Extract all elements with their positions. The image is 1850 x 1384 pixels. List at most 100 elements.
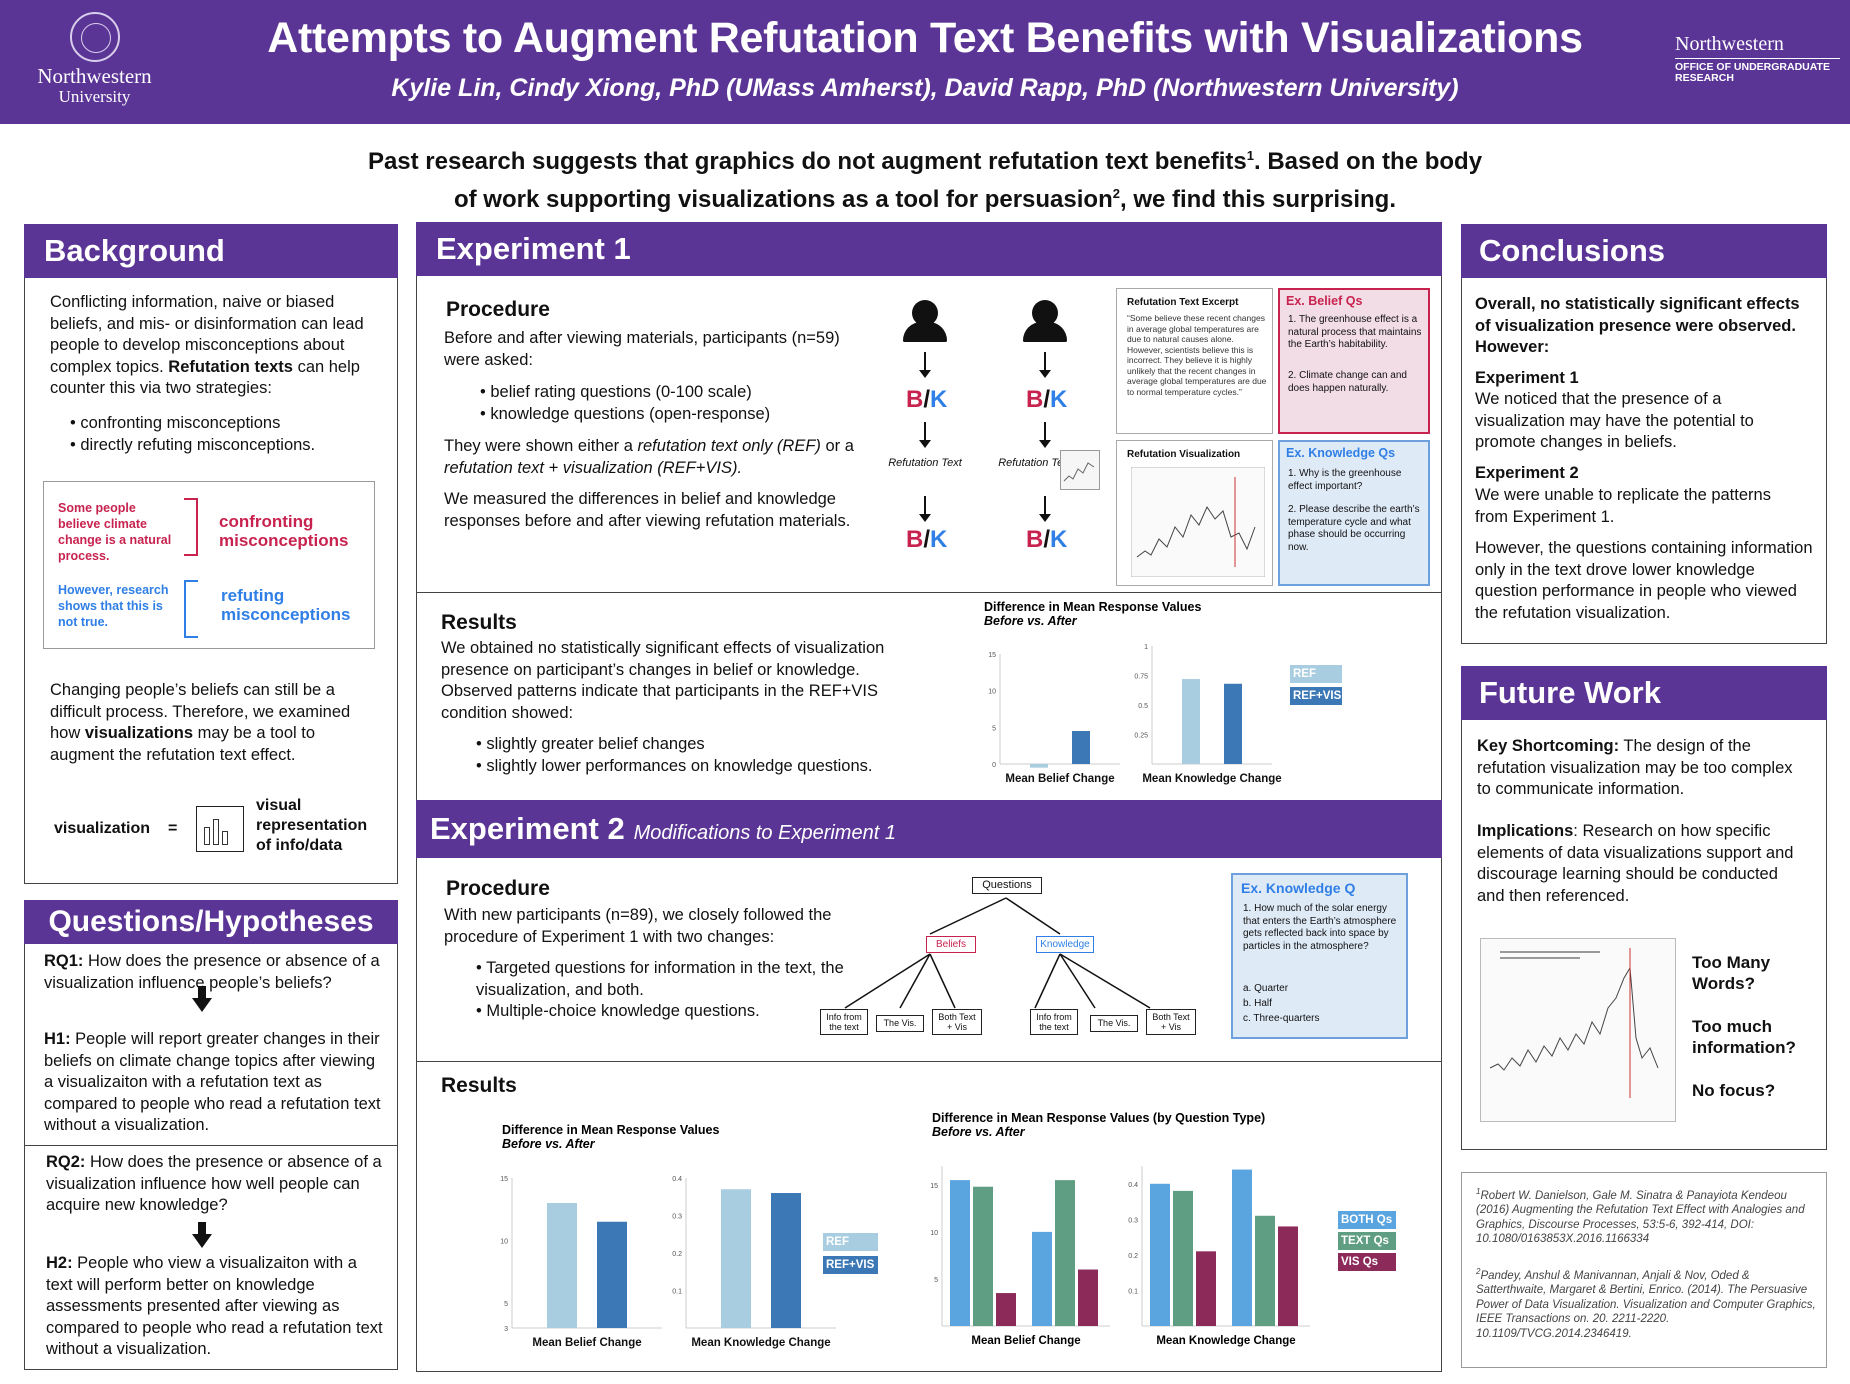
key-shortcoming: Key Shortcoming: The design of the refut… — [1477, 737, 1793, 798]
exp1-results-title: Results — [441, 611, 517, 634]
exp2-results-by-type-chart: Difference in Mean Response Values (by Q… — [930, 1111, 1310, 1347]
exp2-procedure-p1: With new participants (n=89), we closely… — [444, 906, 832, 946]
bar — [1182, 679, 1200, 764]
knowledge-questions-box: Ex. Knowledge Qs 1. Why is the greenhous… — [1278, 440, 1430, 586]
chart-title: Difference in Mean Response Values (by Q… — [932, 1111, 1265, 1125]
belief-questions-box: Ex. Belief Qs 1. The greenhouse effect i… — [1278, 288, 1430, 434]
bar — [1030, 764, 1048, 768]
bar — [597, 1221, 627, 1328]
bar — [771, 1193, 801, 1328]
tick-label: 5 — [504, 1301, 508, 1308]
tick-label: 5 — [934, 1277, 938, 1284]
tree-beliefs: Beliefs — [926, 936, 976, 953]
tree-leaf-both: Both Text + Vis — [1146, 1009, 1196, 1035]
legend-both: BOTH Qs — [1338, 1211, 1396, 1229]
questions-divider — [24, 1145, 398, 1146]
tick-label: 0.4 — [1128, 1182, 1138, 1189]
bar — [973, 1186, 993, 1326]
exp1-divider — [416, 592, 1442, 593]
tick-label: 1 — [1144, 644, 1148, 651]
exp2-procedure-title: Procedure — [446, 877, 550, 900]
conclusions-title: Conclusions — [1461, 224, 1827, 278]
exp1-procedure-p2: They were shown either a refutation text… — [444, 437, 854, 477]
question-tree-lines — [844, 897, 1151, 1009]
bk-label: B/K — [1026, 526, 1068, 553]
tree-leaf-both: Both Text + Vis — [932, 1009, 982, 1035]
tick-label: 0.5 — [1138, 703, 1148, 710]
chart-subtitle: Before vs. After — [984, 614, 1078, 628]
tree-knowledge: Knowledge — [1036, 936, 1094, 953]
bar — [721, 1189, 751, 1328]
complex-visualization-thumbnail — [1480, 938, 1676, 1122]
university-seal-icon — [69, 12, 120, 62]
chart-title: Difference in Mean Response Values — [984, 600, 1201, 614]
equation-left: visualization — [54, 820, 151, 837]
background-paragraph-1: Conflicting information, naive or biased… — [50, 293, 364, 397]
bar — [1078, 1269, 1098, 1326]
tree-leaf-vis: The Vis. — [876, 1015, 924, 1032]
legend-refvis: REF+VIS — [823, 1256, 878, 1274]
tick-label: 0 — [992, 762, 996, 769]
tree-leaf-text: Info from the text — [1030, 1009, 1078, 1035]
background-title: Background — [24, 224, 398, 278]
conclusions-exp1-title: Experiment 1 — [1475, 369, 1579, 387]
tick-label: 0.3 — [672, 1214, 682, 1221]
bar — [1072, 731, 1090, 764]
legend-refvis: REF+VIS — [1290, 687, 1342, 705]
critique-3: No focus? — [1692, 1081, 1776, 1100]
tick-label: 0.1 — [1128, 1288, 1138, 1295]
climate-chart-thumbnail — [1131, 467, 1265, 577]
tick-label: 15 — [988, 652, 996, 659]
tick-label: 10 — [500, 1239, 508, 1246]
questions-panel — [24, 900, 398, 1370]
background-paragraph-2: Changing people’s beliefs can still be a… — [50, 681, 351, 764]
tick-label: 0.4 — [672, 1176, 682, 1183]
bar-chart-icon — [196, 806, 244, 852]
arrow-down-icon — [192, 1234, 212, 1248]
poster-title: Attempts to Augment Refutation Text Bene… — [267, 14, 1583, 62]
chart-subtitle: Before vs. After — [932, 1125, 1026, 1139]
legend-ref: REF — [1290, 665, 1342, 683]
bar — [1232, 1169, 1252, 1326]
legend-vis: VIS Qs — [1338, 1253, 1396, 1271]
rq1-text: RQ1: How does the presence or absence of… — [44, 952, 380, 992]
tree-root-questions: Questions — [972, 877, 1042, 894]
confronting-label: confronting misconceptions — [219, 512, 349, 550]
logo-sub: University — [58, 87, 131, 106]
intro-statement: Past research suggests that graphics do … — [367, 148, 1483, 213]
legend-text: TEXT Qs — [1338, 1232, 1396, 1250]
logo-name: Northwestern — [37, 64, 152, 88]
refutation-text-label: Refutation Text — [998, 457, 1072, 469]
conclusions-panel — [1461, 224, 1827, 644]
bar — [950, 1180, 970, 1326]
tick-label: 10 — [988, 689, 996, 696]
tick-label: 0.2 — [672, 1251, 682, 1258]
exp1-flow-ref: B/K Refutation Text B/K — [888, 300, 1100, 560]
x-category-label: Mean Belief Change — [532, 1337, 641, 1349]
person-icon — [1032, 300, 1058, 326]
x-category-label: Mean Belief Change — [1005, 773, 1114, 785]
chart-subtitle: Before vs. After — [502, 1137, 596, 1151]
northwestern-logo-left: Northwestern University — [22, 12, 167, 106]
implications: Implications: Research on how specific e… — [1477, 822, 1794, 905]
arrow-down-icon — [192, 998, 212, 1012]
legend-ref: REF — [823, 1233, 878, 1251]
visualization-thumbnail-icon — [1060, 450, 1100, 490]
bar — [1055, 1180, 1075, 1326]
bar — [547, 1203, 577, 1328]
reference-1: 1Robert W. Danielson, Gale M. Sinatra & … — [1476, 1187, 1805, 1246]
tick-label: 5 — [992, 725, 996, 732]
conclusions-exp2-followup: However, the questions containing inform… — [1475, 539, 1813, 622]
critique-2: Too much information? — [1692, 1017, 1796, 1057]
tick-label: 15 — [500, 1176, 508, 1183]
conclusions-exp2-text: We were unable to replicate the patterns… — [1475, 486, 1771, 526]
x-category-label: Mean Knowledge Change — [1156, 1335, 1295, 1347]
bar — [1196, 1251, 1216, 1326]
experiment1-title: Experiment 1 — [416, 222, 1442, 276]
conclusions-exp1-text: We noticed that the presence of a visual… — [1475, 390, 1754, 451]
red-bracket — [184, 498, 198, 556]
tick-label: 15 — [930, 1183, 938, 1190]
bk-label: B/K — [906, 386, 948, 413]
experiment2-title: Experiment 2 Modifications to Experiment… — [416, 800, 1442, 858]
future-work-title: Future Work — [1461, 666, 1827, 720]
